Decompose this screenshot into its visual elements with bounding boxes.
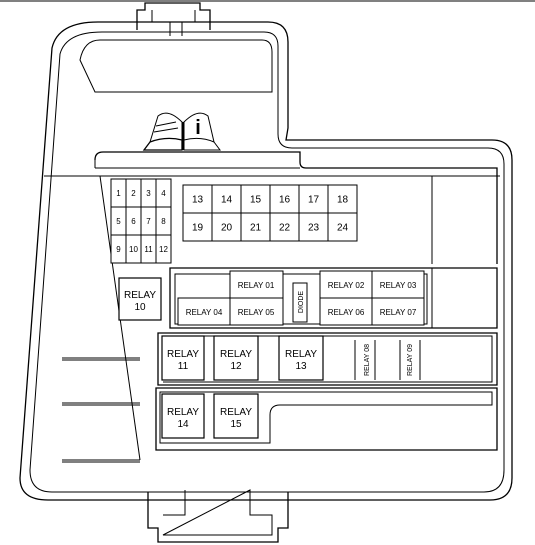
fuse-4: 4 [155,178,172,208]
top-latch [136,2,211,36]
fuse-10: 10 [125,234,142,264]
svg-text:RELAY 02: RELAY 02 [328,281,365,290]
fuse-label: 24 [337,223,349,234]
svg-text:RELAY: RELAY [167,349,199,360]
bottom-latch [147,489,289,543]
fuse-label: 19 [192,223,204,234]
relay-05: RELAY 05 [229,297,284,326]
housing-outline [19,21,513,501]
svg-text:RELAY 01: RELAY 01 [238,281,275,290]
fuse-11: 11 [140,234,157,264]
svg-text:DIODE: DIODE [298,291,305,314]
relay-10-number: 10 [134,302,146,313]
fuse-16: 16 [269,184,300,214]
fuse-label: 4 [161,189,166,198]
fuse-3: 3 [140,178,157,208]
fuse-12: 12 [155,234,172,264]
svg-text:RELAY 08: RELAY 08 [364,344,371,376]
fuse-20: 20 [211,212,242,242]
fuse-label: 12 [159,245,168,254]
svg-text:RELAY: RELAY [220,407,252,418]
fuse-label: 20 [221,223,233,234]
svg-text:RELAY: RELAY [285,349,317,360]
fuse-19: 19 [182,212,213,242]
fuse-label: 14 [221,195,233,206]
svg-text:12: 12 [230,361,242,372]
svg-text:11: 11 [178,361,189,372]
svg-text:i: i [195,117,201,139]
fuse-14: 14 [211,184,242,214]
fuse-1: 1 [110,178,127,208]
svg-text:13: 13 [295,361,307,372]
relay-10: RELAY 10 [118,277,162,321]
fuse-label: 22 [279,223,291,234]
fuse-23: 23 [298,212,329,242]
relay-03: RELAY 03 [371,270,425,299]
relay-01: RELAY 01 [229,270,284,299]
fuse-13: 13 [182,184,213,214]
relay-08: RELAY 08 [354,340,376,380]
fuse-7: 7 [140,206,157,236]
fuse-label: 6 [131,217,136,226]
relay-15: RELAY 15 [213,393,259,439]
fuse-label: 21 [250,223,262,234]
relay-10-label: RELAY [124,290,156,301]
diode: DIODE [292,282,308,323]
fuse-8: 8 [155,206,172,236]
fuse-2: 2 [125,178,142,208]
relay-11: RELAY 11 [161,335,205,381]
svg-text:15: 15 [230,419,242,430]
fuse-label: 13 [192,195,204,206]
svg-text:RELAY 06: RELAY 06 [328,308,365,317]
relay-13: RELAY 13 [278,335,324,381]
fuse-15: 15 [240,184,271,214]
fuse-22: 22 [269,212,300,242]
fuse-label: 9 [116,245,121,254]
mid-fuse-grid: 13 14 15 16 17 18 19 20 21 22 23 24 [182,184,358,242]
fuse-label: 18 [337,195,349,206]
relay-06: RELAY 06 [319,297,373,326]
fuse-label: 10 [129,245,138,254]
relay-04: RELAY 04 [177,297,231,326]
svg-text:RELAY: RELAY [220,349,252,360]
relay-panel-lower [62,387,498,463]
fuse-9: 9 [110,234,127,264]
fuse-label: 2 [131,189,136,198]
book-info-icon: i [142,112,221,151]
fuse-label: 5 [116,217,121,226]
fuse-label: 15 [250,195,262,206]
svg-text:RELAY 04: RELAY 04 [186,308,223,317]
fuse-label: 7 [146,217,151,226]
fuse-label: 17 [308,195,320,206]
svg-text:RELAY: RELAY [167,407,199,418]
relay-02: RELAY 02 [319,270,373,299]
fuse-label: 8 [161,217,166,226]
fuse-5: 5 [110,206,127,236]
svg-text:RELAY 07: RELAY 07 [380,308,417,317]
relay-07: RELAY 07 [371,297,425,326]
relay-14: RELAY 14 [161,393,205,439]
svg-text:RELAY 05: RELAY 05 [238,308,275,317]
svg-text:14: 14 [177,419,189,430]
fuse-24: 24 [327,212,358,242]
fuse-18: 18 [327,184,358,214]
fuse-label: 11 [144,245,153,254]
svg-text:RELAY 03: RELAY 03 [380,281,417,290]
fuse-6: 6 [125,206,142,236]
relay-09: RELAY 09 [399,340,421,380]
fuse-panel-outline [44,151,500,461]
relay-panel-middle [62,332,498,386]
fuse-label: 3 [146,189,151,198]
fuse-17: 17 [298,184,329,214]
fuse-label: 23 [308,223,320,234]
fuse-21: 21 [240,212,271,242]
svg-text:RELAY 09: RELAY 09 [407,344,414,376]
fuse-label: 1 [116,189,121,198]
fuse-label: 16 [279,195,291,206]
relay-12: RELAY 12 [213,335,259,381]
